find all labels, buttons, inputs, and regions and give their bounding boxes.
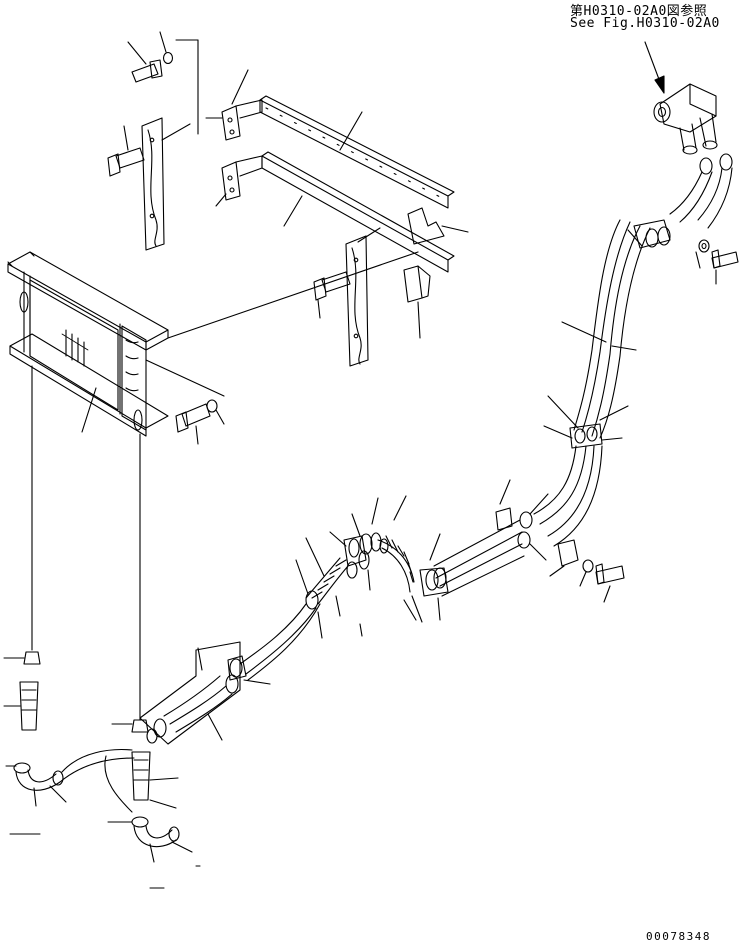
coiled-hose-right: [359, 495, 415, 593]
elbow-hose-left: [5, 749, 135, 835]
left-stay-plate: [141, 117, 191, 251]
middle-clamp: [543, 395, 629, 449]
coiled-hose-left: [295, 537, 363, 639]
left-bolt: [107, 125, 145, 177]
main-pipe-pair: [561, 219, 651, 439]
lower-right-pipes: [495, 445, 603, 561]
small-clips: [403, 207, 469, 339]
figure-reference-japanese: 第H0310-02A0図参照: [570, 4, 708, 19]
long-hose-pair: [139, 603, 321, 745]
fitting-block: [653, 83, 718, 155]
upper-hose-pair: [669, 153, 733, 229]
oil-cooler: [7, 251, 225, 437]
bolt-washer-top-left: [127, 31, 199, 135]
center-pipe-pair: [403, 519, 525, 623]
leader-bracket: [167, 251, 419, 339]
elbow-hose-right: [104, 755, 201, 889]
cooler-bolt: [175, 399, 225, 445]
upper-clamp: [627, 219, 671, 249]
upper-bar-bracket: [205, 69, 455, 209]
hose-fitting-pair: [329, 513, 371, 591]
drain-lines: [3, 365, 179, 809]
drawing-code: 00078348: [646, 930, 711, 943]
bolt-washer-right: [695, 239, 739, 285]
lower-clamp-bolt: [549, 539, 625, 603]
center-stay-plate: [345, 227, 381, 367]
center-bolt: [313, 271, 351, 319]
figure-reference-english: See Fig.H0310-02A0: [570, 16, 720, 31]
lower-bar-bracket: [215, 151, 455, 273]
reference-arrow: [644, 41, 665, 94]
